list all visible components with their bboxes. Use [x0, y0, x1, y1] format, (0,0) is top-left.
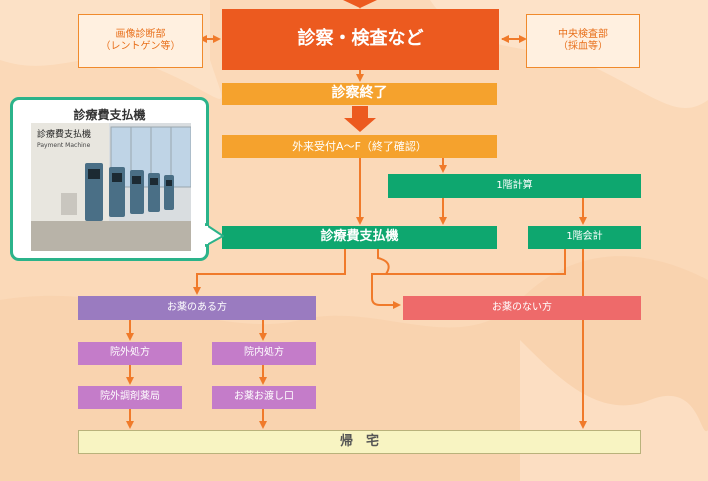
- lab-dept-box: 中央検査部 （採血等）: [526, 14, 640, 68]
- outside-pharmacy-label: 院外調剤薬局: [100, 391, 160, 403]
- cashier-1f-calc-label: 1階計算: [496, 179, 533, 191]
- inside-prescription-label: 院内処方: [244, 347, 284, 359]
- medicine-counter-label: お薬お渡し口: [234, 391, 294, 403]
- without-medicine-label: お薬のない方: [492, 301, 552, 313]
- outside-prescription-box: 院外処方: [78, 342, 182, 365]
- photo-sign-text: 診療費支払機: [37, 128, 91, 140]
- line-payment-without-med: [371, 249, 401, 309]
- go-home-box: 帰 宅: [78, 430, 641, 454]
- inside-prescription-box: 院内処方: [212, 342, 316, 365]
- payment-machine-box: 診療費支払機: [222, 226, 497, 249]
- outside-pharmacy-box: 院外調剤薬局: [78, 386, 182, 409]
- photo-title: 診療費支払機: [73, 108, 146, 122]
- big-arrow-end-reception: [344, 106, 376, 132]
- reception-box: 外来受付A～F（終了確認）: [222, 135, 497, 158]
- photo-sign-subtext: Payment Machine: [37, 142, 91, 149]
- cashier-1f-box: 1階会計: [528, 226, 641, 249]
- exam-end-box: 診察終了: [222, 83, 497, 105]
- payment-machine-label: 診療費支払機: [320, 229, 399, 245]
- cashier-1f-calc-box: 1階計算: [388, 174, 641, 198]
- imaging-dept-label: 画像診断部: [115, 28, 166, 40]
- imaging-dept-box: 画像診断部 （レントゲン等）: [78, 14, 203, 68]
- lab-dept-label: 中央検査部: [558, 28, 608, 40]
- without-medicine-box: お薬のない方: [403, 296, 641, 320]
- big-arrow-entry: [343, 0, 377, 8]
- go-home-label: 帰 宅: [339, 433, 379, 449]
- imaging-dept-note: （レントゲン等）: [100, 41, 181, 52]
- reception-label: 外来受付A～F（終了確認）: [292, 139, 427, 153]
- payment-machine-photo-panel: 診療費支払機 診療費支払機 Payment Machine: [10, 97, 209, 261]
- exam-end-label: 診察終了: [331, 85, 388, 102]
- with-medicine-label: お薬のある方: [167, 301, 227, 313]
- cashier-1f-label: 1階会計: [566, 231, 603, 243]
- line-payment-with-med: [193, 249, 346, 295]
- medicine-counter-box: お薬お渡し口: [212, 386, 316, 409]
- exam-label: 診察・検査など: [297, 28, 424, 50]
- outside-prescription-label: 院外処方: [110, 347, 150, 359]
- payment-machine-photo: 診療費支払機 Payment Machine: [31, 123, 191, 251]
- photo-callout-pointer: [205, 223, 224, 247]
- with-medicine-box: お薬のある方: [78, 296, 316, 320]
- exam-box: 診察・検査など: [222, 9, 499, 70]
- lab-dept-note: （採血等）: [558, 41, 608, 52]
- line-cashier-with-med: [386, 249, 566, 275]
